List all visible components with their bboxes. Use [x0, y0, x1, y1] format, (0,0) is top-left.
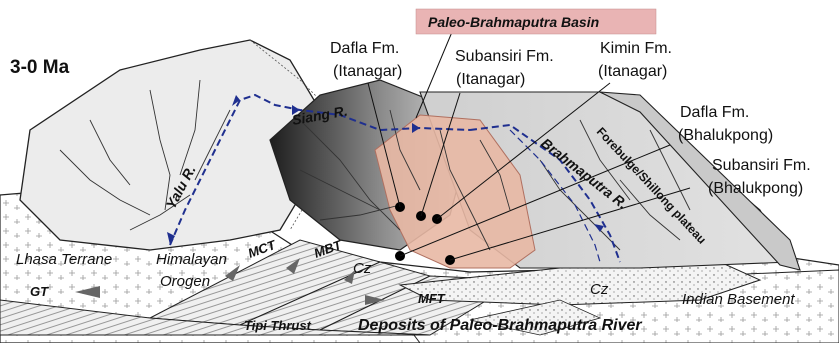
indian-basement-label: Indian Basement [682, 291, 795, 308]
subansiri-bhalukpong-name: Subansiri Fm. [712, 157, 811, 174]
mft-label: MFT [418, 291, 446, 306]
dafla-bhalukpong-name: Dafla Fm. [680, 104, 749, 121]
time-label: 3-0 Ma [10, 57, 70, 78]
kimin-itanagar-name: Kimin Fm. [600, 40, 672, 57]
gt-label: GT [30, 284, 49, 299]
subansiri-itanagar-locality: (Itanagar) [456, 71, 525, 88]
dafla-itanagar-name: Dafla Fm. [330, 40, 399, 57]
himalayan-label: Himalayan [156, 251, 227, 268]
orogen-label: Orogen [160, 273, 210, 290]
tipi-thrust-label: Tipi Thrust [244, 318, 312, 333]
cz-left-label: Cz [353, 260, 372, 277]
subansiri-bhalukpong-locality: (Bhalukpong) [708, 180, 803, 197]
lhasa-terrane-label: Lhasa Terrane [16, 251, 112, 268]
deposits-label: Deposits of Paleo-Brahmaputra River [358, 317, 642, 334]
subansiri-itanagar-name: Subansiri Fm. [455, 48, 554, 65]
site-dafla-bhalukpong [395, 251, 405, 261]
cz-right-label: Cz [590, 281, 609, 298]
kimin-itanagar-locality: (Itanagar) [598, 63, 667, 80]
basin-title: Paleo-Brahmaputra Basin [428, 14, 599, 30]
dafla-bhalukpong-locality: (Bhalukpong) [678, 127, 773, 144]
dafla-itanagar-locality: (Itanagar) [333, 63, 402, 80]
